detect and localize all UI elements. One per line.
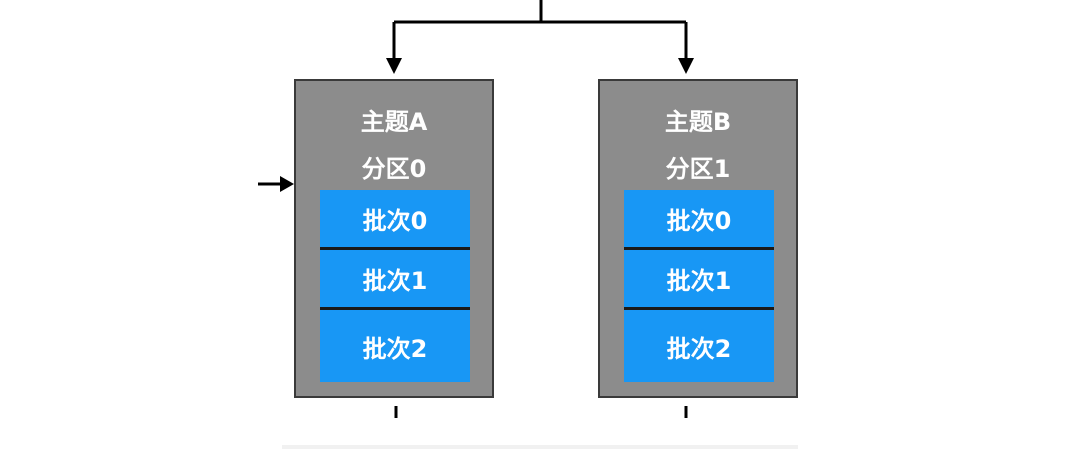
batch-item: 批次2	[666, 334, 732, 363]
arrowhead-topic-a	[386, 58, 402, 74]
incoming-arrowhead	[280, 176, 294, 192]
bottom-divider	[282, 445, 798, 449]
partition-box-b: 主题B 分区1 批次0 批次1 批次2	[598, 79, 798, 398]
batch-item: 批次1	[624, 250, 774, 310]
batch-item: 批次0	[320, 190, 470, 250]
partition-label: 分区1	[665, 155, 731, 183]
topic-label: 主题A	[360, 108, 428, 136]
batch-item: 批次1	[320, 250, 470, 310]
partition-label: 分区0	[361, 155, 427, 183]
batch-list: 批次0 批次1 批次2	[624, 190, 774, 382]
partition-box-a: 主题A 分区0 批次0 批次1 批次2	[294, 79, 494, 398]
batch-item: 批次0	[624, 190, 774, 250]
arrowhead-topic-b	[678, 58, 694, 74]
topic-label: 主题B	[664, 108, 732, 136]
batch-item: 批次2	[362, 334, 428, 363]
batch-list: 批次0 批次1 批次2	[320, 190, 470, 382]
